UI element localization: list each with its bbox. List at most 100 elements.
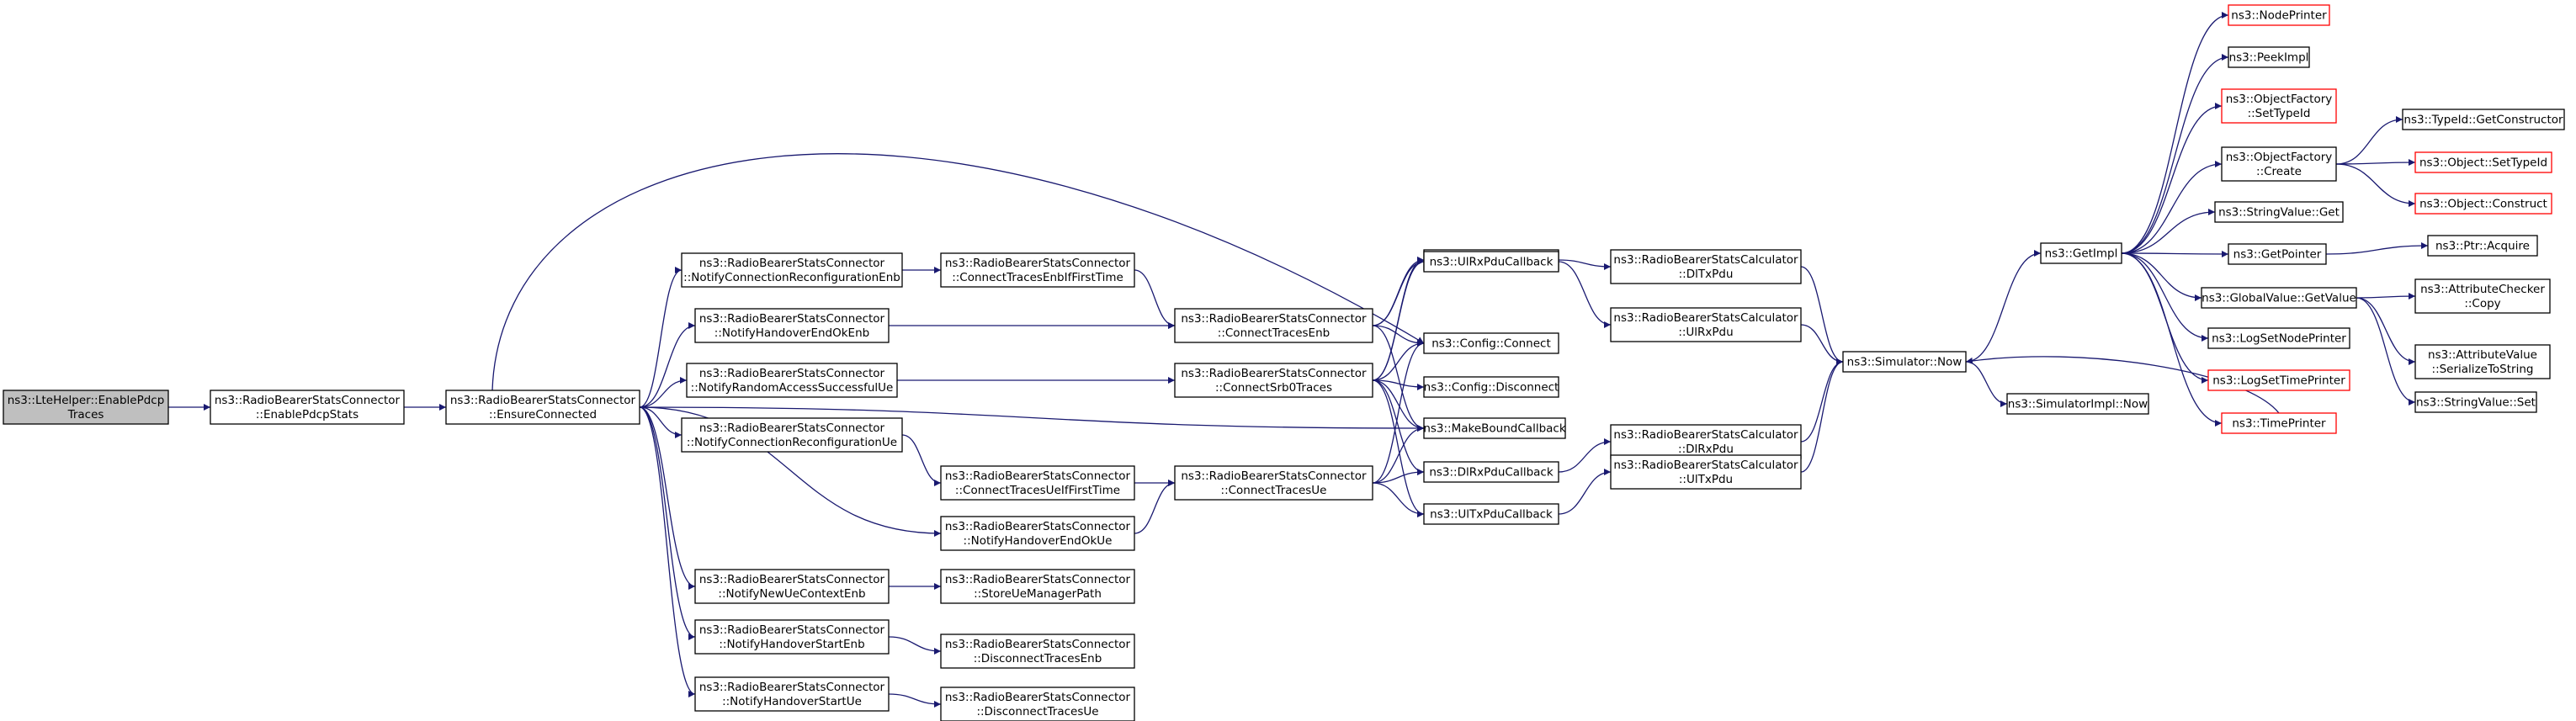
node-getptr[interactable]: ns3::GetPointer [2228, 243, 2327, 265]
node-box [694, 569, 890, 604]
node-label: ns3::RadioBearerStatsConnector [450, 394, 636, 407]
node-svget[interactable]: ns3::StringValue::Get [2214, 201, 2344, 223]
node-nheou[interactable]: ns3::RadioBearerStatsConnector::NotifyHa… [940, 516, 1135, 551]
node-simnow[interactable]: ns3::Simulator::Now [1842, 351, 1967, 373]
node-dlrxcb[interactable]: ns3::DlRxPduCallback [1423, 461, 1559, 483]
node-box [940, 516, 1135, 551]
node-label: ns3::PeekImpl [2229, 51, 2309, 65]
call-edge [2121, 161, 2223, 254]
call-edge [1372, 379, 1425, 432]
node-box [2221, 412, 2337, 434]
node-dte[interactable]: ns3::RadioBearerStatsConnector::Disconne… [940, 634, 1135, 669]
node-label: ns3::AttributeChecker [2420, 283, 2545, 296]
call-edge [2121, 252, 2202, 301]
node-label: ns3::LogSetNodePrinter [2212, 332, 2346, 346]
node-box [2207, 327, 2350, 349]
node-label: ns3::LteHelper::EnablePdcp [8, 394, 165, 407]
node-calc-ultx[interactable]: ns3::RadioBearerStatsCalculator::UlTxPdu [1610, 454, 1802, 490]
node-label: ns3::GetPointer [2233, 248, 2322, 262]
node-cte[interactable]: ns3::RadioBearerStatsConnector::ConnectT… [1174, 308, 1373, 343]
call-edge [2335, 116, 2403, 165]
node-nnuce[interactable]: ns3::RadioBearerStatsConnector::NotifyNe… [694, 569, 890, 604]
node-label: ns3::Config::Disconnect [1424, 381, 1559, 395]
node-ofsettid[interactable]: ns3::ObjectFactory::SetTypeId [2221, 88, 2337, 124]
node-tidgetctor[interactable]: ns3::TypeId::GetConstructor [2402, 109, 2565, 130]
node-label: ns3::LogSetTimePrinter [2212, 374, 2345, 388]
node-label: ns3::RadioBearerStatsConnector [699, 421, 885, 435]
call-edge [901, 434, 942, 486]
node-lsnp[interactable]: ns3::LogSetNodePrinter [2207, 327, 2350, 349]
node-mbc[interactable]: ns3::MakeBoundCallback [1423, 417, 1566, 439]
node-siminow[interactable]: ns3::SimulatorImpl::Now [2006, 393, 2149, 415]
node-peekimpl[interactable]: ns3::PeekImpl [2228, 46, 2310, 68]
node-label: ::DlRxPdu [1678, 443, 1734, 456]
node-label: ns3::MakeBoundCallback [1423, 422, 1566, 436]
node-objsettid[interactable]: ns3::Object::SetTypeId [2414, 151, 2552, 173]
node-label: ns3::Simulator::Now [1847, 356, 1963, 369]
node-objconstruct[interactable]: ns3::Object::Construct [2414, 193, 2552, 215]
node-ofcreate[interactable]: ns3::ObjectFactory::Create [2221, 146, 2337, 182]
node-box [1174, 465, 1373, 501]
node-label: ::ConnectTracesEnb [1218, 326, 1330, 340]
node-label: ns3::AttributeValue [2428, 348, 2537, 362]
call-edge [639, 406, 1425, 432]
call-edge [1558, 438, 1612, 473]
node-label: ::NotifyHandoverStartUe [722, 695, 862, 708]
node-svset[interactable]: ns3::StringValue::Set [2414, 391, 2537, 413]
node-nheoe[interactable]: ns3::RadioBearerStatsConnector::NotifyHa… [694, 308, 890, 343]
node-calc-dlrx[interactable]: ns3::RadioBearerStatsCalculator::DlRxPdu [1610, 424, 1802, 459]
node-label: ns3::StringValue::Get [2218, 206, 2340, 220]
node-accopy[interactable]: ns3::AttributeChecker::Copy [2414, 278, 2551, 314]
node-cfgc[interactable]: ns3::Config::Connect [1423, 332, 1559, 354]
node-box [445, 390, 640, 425]
node-box [1423, 376, 1559, 398]
node-box [2414, 278, 2551, 314]
node-ulrxcb[interactable]: ns3::UlRxPduCallback [1423, 251, 1559, 273]
node-dtu[interactable]: ns3::RadioBearerStatsConnector::Disconne… [940, 687, 1135, 721]
node-label: ::NotifyConnectionReconfigurationUe [687, 436, 897, 449]
call-edge [2335, 159, 2416, 167]
node-getimpl[interactable]: ns3::GetImpl [2040, 242, 2122, 264]
node-nodeprinter[interactable]: ns3::NodePrinter [2228, 4, 2330, 26]
node-ptracq[interactable]: ns3::Ptr::Acquire [2427, 235, 2538, 257]
node-box [1610, 249, 1802, 284]
node-cfgd[interactable]: ns3::Config::Disconnect [1423, 376, 1559, 398]
node-lstp[interactable]: ns3::LogSetTimePrinter [2207, 369, 2350, 391]
node-nhse[interactable]: ns3::RadioBearerStatsConnector::NotifyHa… [694, 619, 890, 655]
call-edge [2356, 297, 2416, 365]
node-label: ns3::RadioBearerStatsConnector [699, 257, 885, 270]
call-edge [2121, 209, 2216, 254]
node-box [1610, 454, 1802, 490]
node-nrasu[interactable]: ns3::RadioBearerStatsConnector::NotifyRa… [686, 363, 898, 398]
node-box [940, 252, 1135, 288]
node-avser[interactable]: ns3::AttributeValue::SerializeToString [2414, 344, 2551, 379]
node-ensure[interactable]: ns3::RadioBearerStatsConnector::EnsureCo… [445, 390, 640, 425]
node-box [940, 569, 1135, 604]
node-label: ::SetTypeId [2248, 107, 2311, 120]
node-ctebft[interactable]: ns3::RadioBearerStatsConnector::ConnectT… [940, 252, 1135, 288]
node-ctuft[interactable]: ns3::RadioBearerStatsConnector::ConnectT… [940, 465, 1135, 501]
node-box [1610, 424, 1802, 459]
node-box [1610, 307, 1802, 342]
node-calc-dltx[interactable]: ns3::RadioBearerStatsCalculator::DlTxPdu [1610, 249, 1802, 284]
node-calc-ulrx[interactable]: ns3::RadioBearerStatsCalculator::UlRxPdu [1610, 307, 1802, 342]
node-ultxcb[interactable]: ns3::UlTxPduCallback [1423, 503, 1559, 525]
node-timeprinter[interactable]: ns3::TimePrinter [2221, 412, 2337, 434]
node-gvget[interactable]: ns3::GlobalValue::GetValue [2201, 287, 2357, 309]
node-nhsu[interactable]: ns3::RadioBearerStatsConnector::NotifyHa… [694, 676, 890, 712]
node-label: ns3::Ptr::Acquire [2435, 240, 2530, 253]
call-edge [1800, 358, 1844, 473]
call-edge [2335, 163, 2416, 207]
node-sump[interactable]: ns3::RadioBearerStatsConnector::StoreUeM… [940, 569, 1135, 604]
call-edge [1372, 379, 1425, 475]
call-edge [1372, 379, 1425, 517]
node-ncru[interactable]: ns3::RadioBearerStatsConnector::NotifyCo… [681, 417, 903, 453]
node-enable[interactable]: ns3::RadioBearerStatsConnector::EnablePd… [210, 390, 405, 425]
node-cs0[interactable]: ns3::RadioBearerStatsConnector::ConnectS… [1174, 363, 1373, 398]
node-ctu[interactable]: ns3::RadioBearerStatsConnector::ConnectT… [1174, 465, 1373, 501]
node-box [3, 390, 169, 425]
call-edge [1372, 425, 1425, 484]
node-ncre[interactable]: ns3::RadioBearerStatsConnector::NotifyCo… [681, 252, 903, 288]
node-label: ::ConnectTracesUeIfFirstTime [955, 484, 1120, 497]
